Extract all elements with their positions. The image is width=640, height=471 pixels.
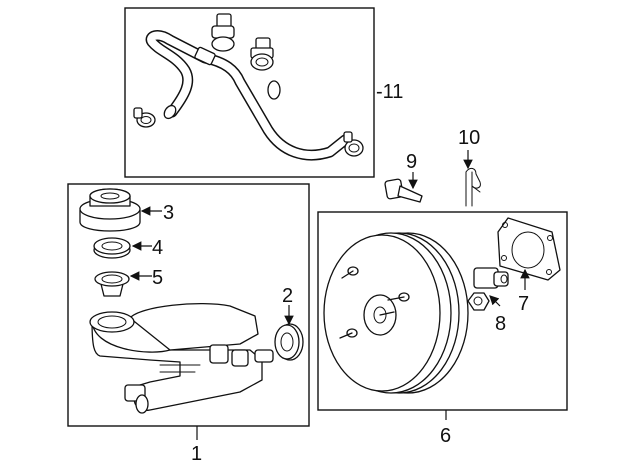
booster-sensor xyxy=(473,267,509,289)
booster-box xyxy=(317,211,568,411)
callout-2: 2 xyxy=(282,285,293,307)
master-cylinder-box xyxy=(67,183,310,427)
callout-5: 5 xyxy=(152,267,163,289)
booster-gasket xyxy=(497,217,561,281)
brake-booster xyxy=(323,232,469,394)
hose-group-box xyxy=(124,7,375,178)
callout-10: 10 xyxy=(458,127,480,149)
strainer xyxy=(94,271,130,297)
hose-o-ring xyxy=(267,80,281,100)
hose-clamp-left xyxy=(133,107,156,128)
hose-check-valve xyxy=(250,37,274,71)
callout-4: 4 xyxy=(152,237,163,259)
callout-6: 6 xyxy=(440,425,451,447)
master-cylinder-body xyxy=(89,302,274,414)
seal-ring xyxy=(93,237,131,259)
booster-nut xyxy=(467,292,490,311)
hose-clip-middle xyxy=(194,46,216,66)
grommet xyxy=(274,323,304,361)
hose-clamp-right xyxy=(343,131,364,157)
spring-clip-part-10 xyxy=(465,167,481,207)
callout-8: 8 xyxy=(495,313,506,335)
callout-7: 7 xyxy=(518,293,529,315)
hose-connector-top xyxy=(211,13,235,52)
vacuum-hose xyxy=(145,30,351,161)
callout-1: 1 xyxy=(191,443,202,465)
reservoir-cap xyxy=(79,188,141,232)
callout-3: 3 xyxy=(163,202,174,224)
callout-9: 9 xyxy=(406,151,417,173)
callout-11: -11 xyxy=(376,81,403,103)
clip-part-9 xyxy=(384,178,423,203)
